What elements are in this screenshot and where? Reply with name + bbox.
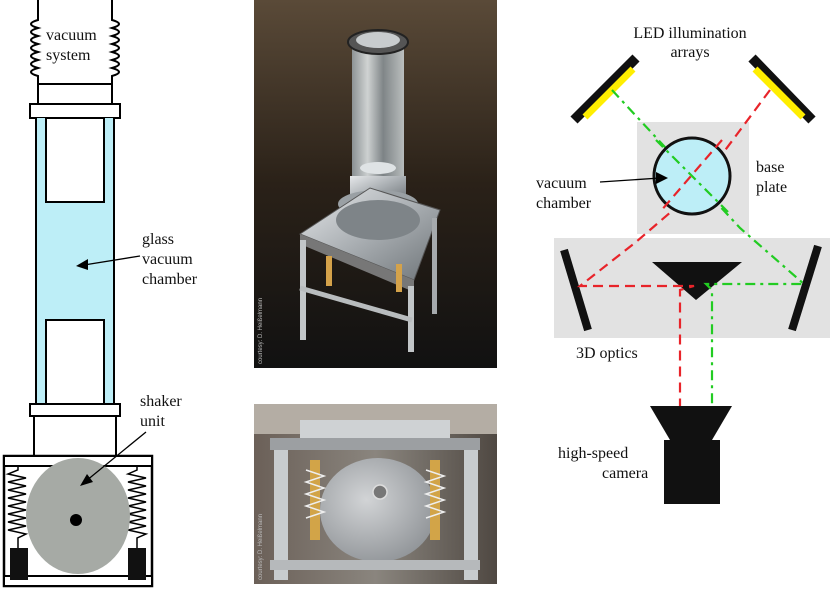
label-base: base xyxy=(756,159,784,176)
label-plate: plate xyxy=(756,179,787,196)
camera-icon xyxy=(650,406,732,504)
label-chamber: chamber xyxy=(142,271,198,288)
label-vacuum-r: vacuum xyxy=(536,175,587,192)
label-chamber-r: chamber xyxy=(536,195,592,212)
shaker-arrow xyxy=(80,431,147,486)
label-shaker: shaker xyxy=(140,393,182,410)
label-unit: unit xyxy=(140,413,165,430)
label-led-1: LED illumination xyxy=(633,25,746,42)
left-apparatus-diagram xyxy=(2,0,154,588)
label-led-2: arrays xyxy=(670,44,709,61)
label-glass: glass xyxy=(142,231,174,248)
top-bellows xyxy=(30,0,120,84)
vacuum-chamber-arrow xyxy=(599,172,668,184)
label-3d-optics: 3D optics xyxy=(576,345,638,362)
led-array-left xyxy=(570,54,640,124)
led-array-right xyxy=(748,54,816,124)
glass-chamber-arrow xyxy=(76,255,141,270)
label-high-speed: high-speed xyxy=(558,445,628,462)
prism xyxy=(652,262,742,300)
bottom-photo-shaker: courtesy: D. Heißelmann xyxy=(254,404,497,584)
ray-red xyxy=(576,89,771,408)
label-vacuum-system-1: vacuum xyxy=(46,27,97,44)
bottom-photo-credit: courtesy: D. Heißelmann xyxy=(258,514,264,580)
mirror-left xyxy=(560,248,592,332)
mirror-right xyxy=(788,244,822,332)
label-vacuum: vacuum xyxy=(142,251,193,268)
top-photo-apparatus: courtesy: D. Heißelmann xyxy=(254,0,497,368)
ray-green xyxy=(611,89,807,408)
label-camera: camera xyxy=(602,465,648,482)
shaker-center-dot xyxy=(70,514,82,526)
label-vacuum-system-2: system xyxy=(46,47,91,64)
right-optics-diagram xyxy=(554,54,830,504)
left-spring xyxy=(5,466,29,548)
ray-green-over xyxy=(655,139,729,213)
right-spring xyxy=(125,466,149,548)
top-photo-credit: courtesy: D. Heißelmann xyxy=(258,298,264,364)
